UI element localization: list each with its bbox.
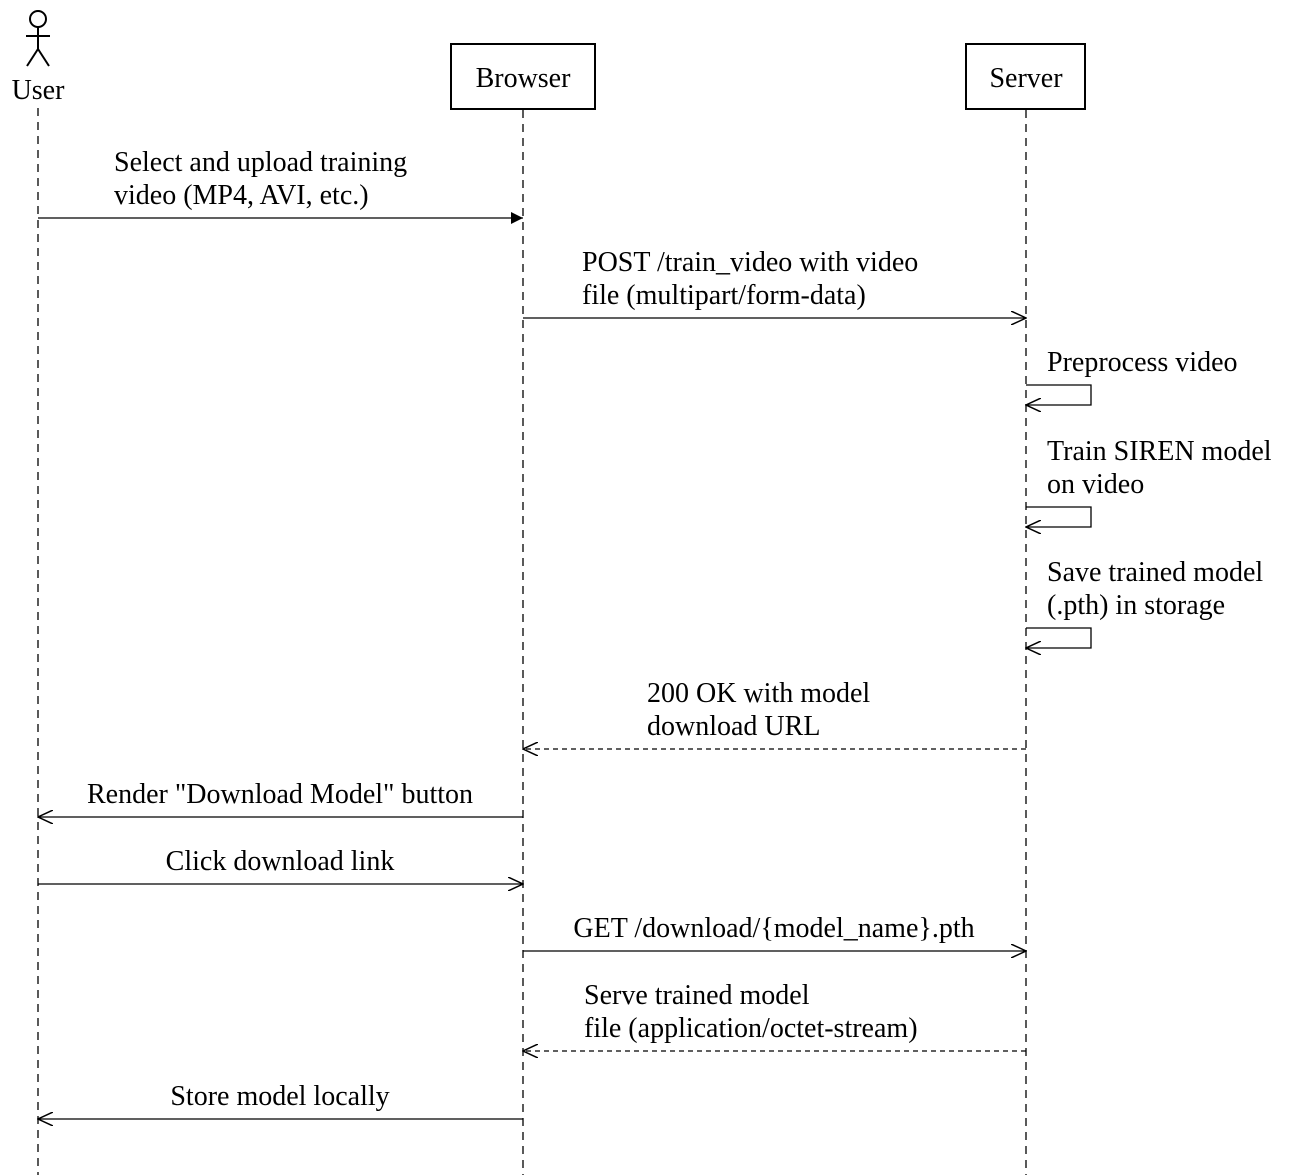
message-serve-model-file: Serve trained model file (application/oc… [523, 980, 1026, 1051]
message-label-line: video (MP4, AVI, etc.) [114, 180, 369, 211]
self-message-arrow [1026, 506, 1092, 527]
message-save-trained-model: Save trained model (.pth) in storage [1026, 557, 1263, 648]
user-actor-icon [26, 10, 50, 67]
message-get-download: GET /download/{model_name}.pth [523, 913, 1026, 951]
message-upload-video: Select and upload training video (MP4, A… [38, 147, 523, 224]
message-label-line: file (multipart/form-data) [582, 280, 866, 311]
message-label-line: Select and upload training [114, 147, 407, 178]
participant-browser-box [450, 43, 596, 110]
message-label-line: Click download link [166, 846, 395, 877]
message-click-download-link: Click download link [38, 846, 523, 884]
participant-user-label: User [12, 75, 66, 106]
message-preprocess-video: Preprocess video [1026, 347, 1238, 405]
self-message-arrow [1026, 627, 1092, 648]
message-label-line: Render "Download Model" button [87, 779, 473, 810]
message-label-line: file (application/octet-stream) [584, 1013, 918, 1044]
message-label-line: on video [1047, 469, 1144, 500]
message-label-line: POST /train_video with video [582, 247, 918, 278]
message-label-line: Preprocess video [1047, 347, 1238, 378]
message-label-line: download URL [647, 711, 820, 742]
message-train-siren-model: Train SIREN model on video [1026, 436, 1272, 527]
message-post-train-video: POST /train_video with video file (multi… [523, 247, 1026, 318]
participant-server-label: Server [989, 63, 1063, 94]
message-label-line: GET /download/{model_name}.pth [573, 913, 974, 944]
message-store-model-locally: Store model locally [38, 1081, 523, 1119]
message-200-ok-response: 200 OK with model download URL [523, 678, 1026, 749]
message-render-download-button: Render "Download Model" button [38, 779, 523, 817]
message-label-line: (.pth) in storage [1047, 590, 1225, 621]
message-label-line: Save trained model [1047, 557, 1263, 588]
message-label-line: Serve trained model [584, 980, 810, 1011]
participant-server-box [965, 43, 1086, 110]
message-label-line: Store model locally [170, 1081, 389, 1112]
message-label-line: Train SIREN model [1047, 436, 1272, 467]
self-message-arrow [1026, 384, 1092, 405]
message-label-line: 200 OK with model [647, 678, 870, 709]
participant-browser-label: Browser [476, 63, 572, 94]
